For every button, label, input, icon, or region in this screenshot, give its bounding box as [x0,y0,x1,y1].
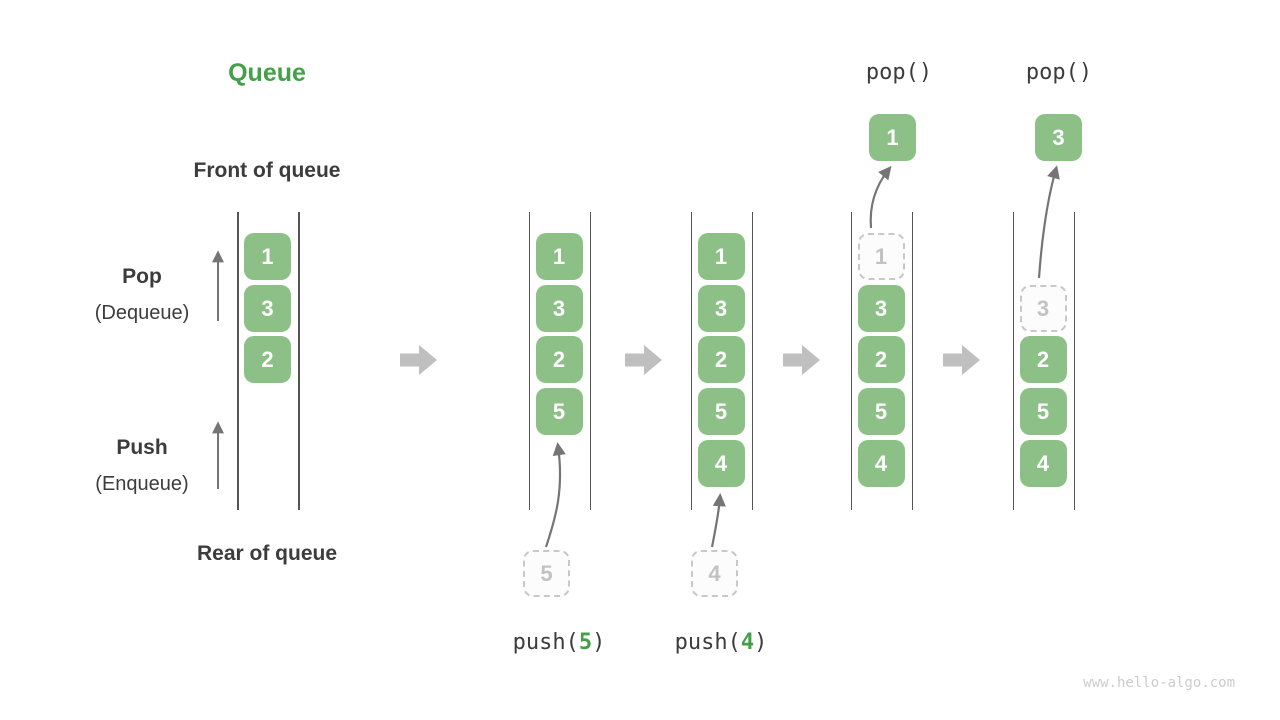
queue-cell-5: 5 [1019,388,1067,435]
queue-left-rail [528,212,530,510]
operation-argument: 5 [578,630,593,655]
operation-suffix: ) [754,630,768,655]
queue-cell-5: 5 [857,388,905,435]
queue-cell-2: 2 [1019,336,1067,383]
queue-cell-1: 1 [535,233,583,280]
queue-cell-2: 2 [857,336,905,383]
push-label: Push [116,436,168,459]
queue-right-rail [298,212,300,510]
popped-cell-1: 1 [869,114,916,161]
queue-right-rail [911,212,913,510]
operation-prefix: pop() [1025,60,1093,85]
queue-cell-3: 3 [535,285,583,332]
queue-cell-2: 2 [244,336,291,383]
queue-cell-5: 5 [697,388,745,435]
front-of-queue-label: Front of queue [193,159,341,182]
queue-cell-2: 2 [535,336,583,383]
operation-argument: 4 [740,630,755,655]
queue-left-rail [1012,212,1014,510]
queue-cell-5: 5 [535,388,583,435]
queue-cell-1: 1 [857,233,905,280]
queue-cell-4: 4 [697,440,745,487]
queue-cell-3: 3 [244,285,291,332]
pop-side-label: Pop (Dequeue) [95,258,190,332]
queue-cell-1: 1 [697,233,745,280]
enqueue-label: (Enqueue) [95,473,189,495]
operation-prefix: push( [674,630,741,655]
queue-left-rail [690,212,692,510]
operation-prefix: pop() [865,60,933,85]
push-side-label: Push (Enqueue) [95,429,188,503]
queue-left-rail [237,212,239,510]
operation-label: push(5) [513,630,606,655]
pop-label: Pop [122,265,162,288]
dequeue-label: (Dequeue) [94,302,190,324]
queue-right-rail [1073,212,1075,510]
staging-cell-4: 4 [691,550,738,597]
queue-cell-1: 1 [244,233,291,280]
queue-left-rail [850,212,852,510]
queue-cell-3: 3 [697,285,745,332]
queue-right-rail [589,212,591,510]
diagram-title: Queue [228,59,306,87]
queue-cell-2: 2 [697,336,745,383]
queue-right-rail [751,212,753,510]
queue-cell-3: 3 [1019,285,1067,332]
staging-cell-5: 5 [523,550,570,597]
operation-prefix: push( [512,630,579,655]
popped-cell-3: 3 [1035,114,1082,161]
operation-suffix: ) [592,630,606,655]
queue-cell-3: 3 [857,285,905,332]
queue-cell-4: 4 [857,440,905,487]
queue-cell-4: 4 [1019,440,1067,487]
operation-label: push(4) [675,630,768,655]
rear-of-queue-label: Rear of queue [196,542,338,565]
watermark: www.hello-algo.com [1083,675,1235,691]
operation-label: pop() [866,60,932,85]
operation-label: pop() [1026,60,1092,85]
